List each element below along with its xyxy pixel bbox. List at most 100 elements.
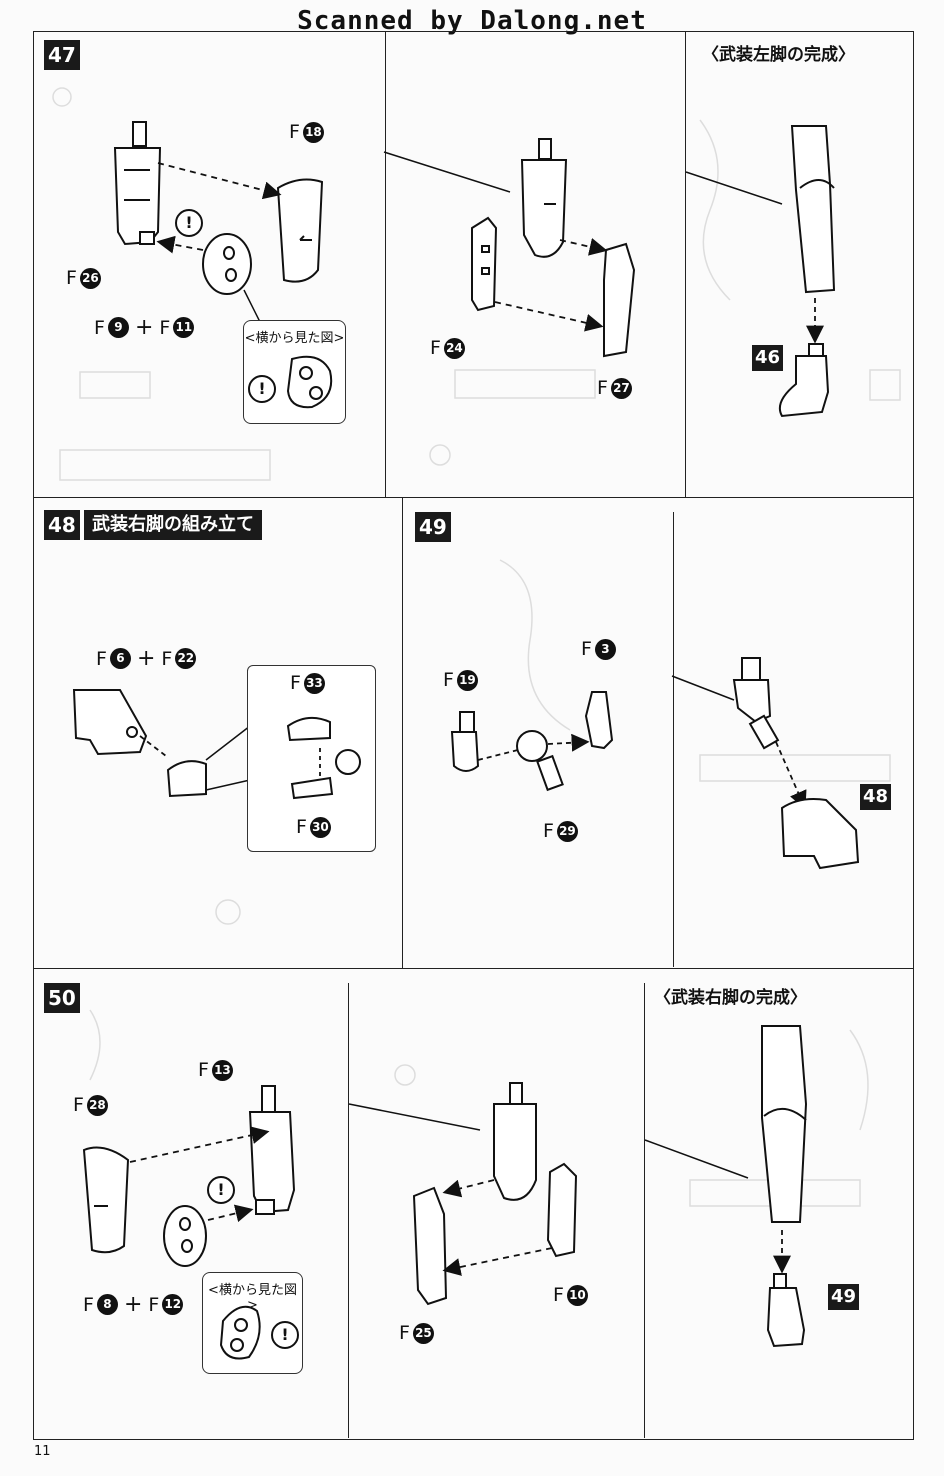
part-drawing-knee-right <box>493 1082 537 1201</box>
part-number-badge: 10 <box>566 1284 588 1306</box>
part-letter: F <box>83 1293 94 1316</box>
side-view-disc-icon <box>219 1305 261 1360</box>
part-label-f6-f22: F 6 + F 22 <box>96 646 197 671</box>
reference-step-badge: 46 <box>752 345 784 371</box>
section-divider <box>673 512 674 967</box>
part-drawing-f28 <box>82 1146 130 1254</box>
part-drawing-f9-f11 <box>202 233 252 295</box>
step-number-badge: 47 <box>44 40 80 70</box>
part-drawing-boot-46 <box>778 343 830 418</box>
part-number-badge: 26 <box>79 267 101 289</box>
part-letter: F <box>159 316 171 339</box>
part-number-badge: 8 <box>96 1294 118 1315</box>
warning-mark-icon: ! <box>271 1321 299 1349</box>
part-drawing-f29 <box>516 730 564 792</box>
section-divider <box>685 32 686 497</box>
heel-detail-callout: F 33 F 30 <box>247 665 376 852</box>
part-label-f28: F 28 <box>73 1094 108 1116</box>
step-50-panel: 50 〈武装右脚の完成〉 <box>33 968 914 1440</box>
warning-mark-icon: ! <box>248 375 276 403</box>
side-view-label: <横から見た図> <box>208 1283 297 1313</box>
part-drawing-f27 <box>603 242 636 358</box>
part-number-badge: 29 <box>556 820 578 842</box>
part-number-badge: 22 <box>175 648 197 669</box>
step-number-badge: 49 <box>415 512 451 542</box>
part-letter: F <box>161 647 173 670</box>
part-letter: F <box>443 669 454 691</box>
part-drawing-f24 <box>471 216 498 312</box>
part-number-badge: 33 <box>303 672 325 694</box>
step-title: 武装右脚の組み立て <box>84 510 262 540</box>
part-drawing-f6-f22-shoe <box>72 689 148 756</box>
part-label-f25: F 25 <box>399 1322 434 1344</box>
part-drawing-f3 <box>584 691 614 750</box>
part-label-f13: F 13 <box>198 1059 233 1081</box>
part-label-f26: F 26 <box>66 267 101 289</box>
part-number-badge: 28 <box>86 1094 108 1116</box>
part-letter: F <box>148 1293 160 1316</box>
part-drawing-f8-f12 <box>163 1205 207 1267</box>
part-label-f10: F 10 <box>553 1284 588 1306</box>
part-number-badge: 24 <box>443 337 465 359</box>
part-label-f19: F 19 <box>443 669 478 691</box>
part-drawing-f19 <box>450 711 480 772</box>
part-drawing-heel-cap <box>166 760 207 798</box>
part-drawing-boot-49 <box>766 1273 806 1348</box>
part-letter: F <box>581 638 592 660</box>
step-number-badge: 50 <box>44 983 80 1013</box>
part-letter: F <box>290 672 301 694</box>
section-divider <box>348 983 349 1438</box>
part-letter: F <box>96 647 107 670</box>
part-drawing-f13 <box>248 1085 296 1215</box>
part-drawing-f25 <box>412 1186 448 1306</box>
completion-caption: 〈武装右脚の完成〉 <box>654 988 807 1008</box>
part-drawing-left-leg-complete <box>790 125 836 294</box>
completion-caption: 〈武装左脚の完成〉 <box>702 45 855 65</box>
plus-sign: + <box>134 315 154 340</box>
part-letter: F <box>430 337 441 359</box>
step-number-badge: 48 <box>44 510 80 540</box>
part-drawing-f26 <box>113 121 162 246</box>
part-drawing-shoe-48 <box>780 798 860 870</box>
page-number: 11 <box>34 1444 51 1459</box>
part-letter: F <box>296 816 307 838</box>
part-letter: F <box>597 377 608 399</box>
side-view-callout: <横から見た図> ! <box>202 1272 303 1374</box>
warning-mark-icon: ! <box>207 1176 235 1204</box>
section-divider <box>385 32 386 497</box>
reference-step-badge: 49 <box>828 1284 860 1310</box>
part-letter: F <box>399 1322 410 1344</box>
part-number-badge: 13 <box>211 1059 233 1081</box>
part-number-badge: 27 <box>610 377 632 399</box>
part-label-f30: F 30 <box>296 816 331 838</box>
part-letter: F <box>543 820 554 842</box>
part-number-badge: 6 <box>109 648 131 669</box>
part-number-badge: 30 <box>309 816 331 838</box>
part-label-f29: F 29 <box>543 820 578 842</box>
part-number-badge: 11 <box>173 317 195 338</box>
part-letter: F <box>198 1059 209 1081</box>
part-letter: F <box>289 121 300 143</box>
part-drawing-knee <box>520 138 568 258</box>
part-label-f18: F 18 <box>289 121 324 143</box>
part-label-f8-f12: F 8 + F 12 <box>83 1292 184 1317</box>
part-letter: F <box>73 1094 84 1116</box>
warning-mark-icon: ! <box>175 209 203 237</box>
side-view-disc-icon <box>286 355 333 409</box>
section-divider <box>644 983 645 1438</box>
part-number-badge: 18 <box>302 121 324 143</box>
plus-sign: + <box>136 646 156 671</box>
part-letter: F <box>94 316 105 339</box>
part-drawing-f18 <box>276 178 324 283</box>
part-letter: F <box>66 267 77 289</box>
part-number-badge: 12 <box>162 1294 184 1315</box>
part-label-f27: F 27 <box>597 377 632 399</box>
part-label-f9-f11: F 9 + F 11 <box>94 315 195 340</box>
part-number-badge: 9 <box>107 317 129 338</box>
part-label-f3: F 3 <box>581 638 616 660</box>
part-letter: F <box>553 1284 564 1306</box>
side-view-callout: <横から見た図> ! <box>243 320 346 424</box>
part-label-f24: F 24 <box>430 337 465 359</box>
part-number-badge: 3 <box>594 638 616 660</box>
